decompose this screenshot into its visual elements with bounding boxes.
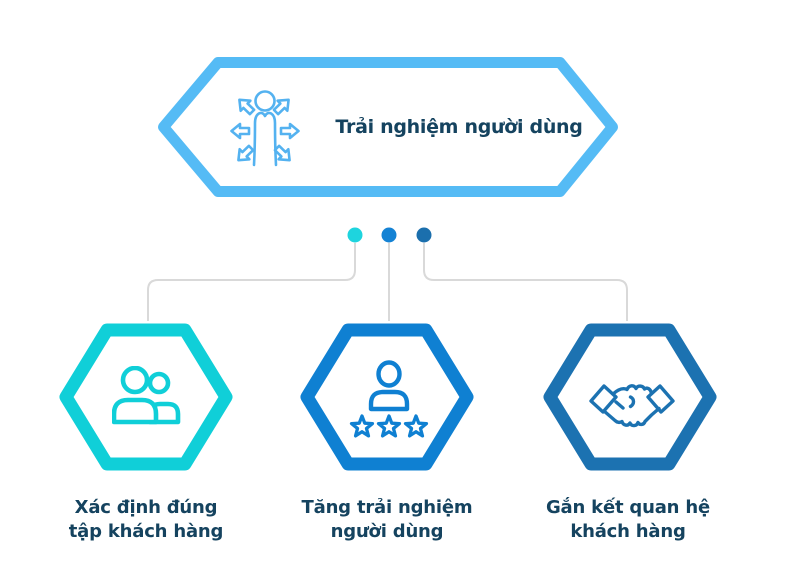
person-arrows-icon [230,90,300,167]
hexagon-border [59,323,233,471]
label-line: Gắn kết quan hệ [545,497,710,518]
hexagon-user-experience [300,323,474,471]
label-line: khách hàng [570,521,686,542]
label-line: Xác định đúng [74,497,218,518]
node-dot-teal [347,227,363,243]
connector-line-right [423,243,628,321]
user-rating-stars-icon [349,360,429,438]
label-line: người dùng [330,521,444,542]
users-icon [112,366,181,425]
hexagon-border [300,323,474,471]
banner-title: Trải nghiệm người dùng [335,116,583,138]
node-dot-darkblue [416,227,432,243]
label-line: tập khách hàng [68,521,224,542]
label-customer-relationship: Gắn kết quan hệ khách hàng [518,496,738,544]
hexagon-customer-targeting [59,323,233,471]
connector-line-left [147,243,356,321]
handshake-icon [589,384,675,428]
label-customer-targeting: Xác định đúng tập khách hàng [36,496,256,544]
node-dot-blue [381,227,397,243]
label-user-experience: Tăng trải nghiệm người dùng [277,496,497,544]
label-line: Tăng trải nghiệm [301,497,473,518]
connector-lines [147,243,628,321]
